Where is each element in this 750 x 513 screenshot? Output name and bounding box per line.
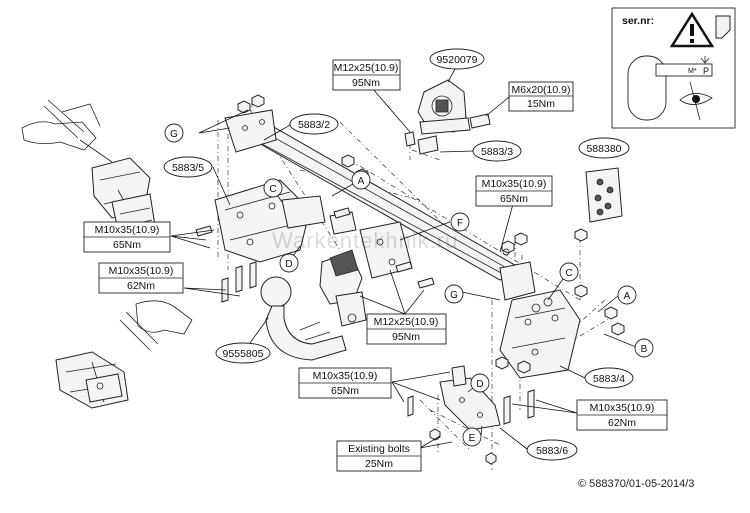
callout-g-right: G (450, 290, 458, 301)
spec-boxes: M12x25(10.9) 95Nm M6x20(10.9) 15Nm M10x3… (83, 59, 668, 472)
leader-lines (170, 66, 637, 450)
m6-spec: M6x20(10.9) (512, 84, 571, 96)
tool-inset-lower (55, 300, 193, 409)
socket-assembly (404, 79, 491, 155)
part-5883-6: 5883/6 (536, 445, 568, 457)
lower-bracket (439, 365, 501, 431)
part-5883-5: 5883/5 (172, 162, 204, 174)
callout-a-right: A (624, 291, 631, 302)
callout-e: E (469, 433, 476, 444)
m12-top-spec: M12x25(10.9) (334, 62, 399, 74)
m12-mid-torque: 95Nm (392, 331, 420, 343)
existing-bolts-label: Existing bolts (348, 443, 410, 455)
m10-bottom2-spec: M10x35(10.9) (590, 402, 655, 414)
part-5883-2: 5883/2 (298, 119, 330, 131)
m10-left-torque: 65Nm (113, 239, 141, 251)
m10-bottom2-torque: 62Nm (608, 417, 636, 429)
m10-left2-torque: 62Nm (127, 280, 155, 292)
callout-d-bottom: D (476, 379, 483, 390)
fasteners (195, 94, 625, 465)
eye-icon (679, 93, 713, 105)
plate-m-text: M* (688, 68, 697, 75)
callout-c-right: C (565, 268, 572, 279)
callout-d-left: D (285, 259, 292, 270)
part-588380: 588380 (586, 143, 621, 155)
copyright-footer: © 588370/01-05-2014/3 (578, 478, 695, 490)
tow-ball-neck (260, 249, 367, 361)
letter-callouts: G C A F D G C A B D E (164, 123, 654, 447)
part-9520079: 9520079 (437, 54, 478, 66)
m12-top-torque: 95Nm (352, 77, 380, 89)
left-side-bracket (214, 179, 326, 263)
m6-torque: 15Nm (527, 98, 555, 110)
serial-plate (655, 63, 713, 77)
callout-c-left: C (269, 184, 276, 195)
m10-bottom-spec: M10x35(10.9) (313, 370, 378, 382)
part-5883-3: 5883/3 (481, 146, 513, 158)
crossbar (224, 109, 536, 301)
plate-p-text: P (703, 66, 709, 76)
part-number-ellipses: 9520079 5883/2 5883/3 5883/5 588380 9555… (163, 48, 634, 461)
m10-left-spec: M10x35(10.9) (95, 224, 160, 236)
callout-b: B (641, 344, 648, 355)
m10-right-torque: 65Nm (500, 193, 528, 205)
part-5883-4: 5883/4 (593, 373, 625, 385)
part-588380-plate (585, 167, 623, 223)
m10-right-spec: M10x35(10.9) (482, 178, 547, 190)
tool-inset-upper (21, 99, 157, 241)
serial-number-inset: ser.nr: M* P (611, 7, 736, 129)
part-9555805: 9555805 (223, 348, 264, 360)
callout-a-top: A (358, 176, 365, 187)
existing-bolts-torque: 25Nm (365, 458, 393, 470)
manual-icon (715, 15, 731, 39)
m12-mid-spec: M12x25(10.9) (374, 316, 439, 328)
right-side-bracket (499, 289, 581, 379)
callout-g-left: G (170, 129, 178, 140)
sernr-label: ser.nr: (622, 15, 654, 27)
m10-bottom-torque: 65Nm (331, 385, 359, 397)
callout-f: F (457, 218, 463, 229)
m10-left2-spec: M10x35(10.9) (109, 265, 174, 277)
